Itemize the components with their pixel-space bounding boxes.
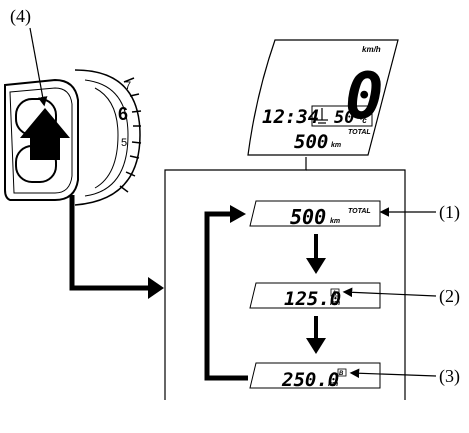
tach-tick-7: 7 bbox=[125, 80, 131, 92]
handlebar-switch-illustration: 7 6 5 bbox=[4, 69, 142, 206]
callout-mode-button: (4) bbox=[10, 6, 31, 27]
lcd-display: km/h 0 12:34 50 °c TOTAL 500 km bbox=[247, 39, 399, 156]
readout-total-unit: km bbox=[330, 218, 340, 225]
down-arrow-icon bbox=[306, 258, 326, 274]
odometer-readout: 500 bbox=[294, 131, 328, 153]
callout-trip-a: (2) bbox=[439, 286, 460, 307]
callout-total: (1) bbox=[439, 202, 460, 223]
speed-unit: km/h bbox=[362, 45, 381, 54]
readout-trip-a: 125.0 km A bbox=[249, 282, 381, 310]
callout-trip-b: (3) bbox=[439, 366, 460, 387]
press-up-arrow-icon bbox=[20, 108, 70, 160]
readout-trip-a-tag: A bbox=[331, 291, 336, 297]
tach-tick-6: 6 bbox=[118, 104, 128, 124]
clock-readout: 12:34 bbox=[262, 106, 319, 128]
odo-mode-label: TOTAL bbox=[348, 129, 371, 136]
readout-total: 500 km TOTAL bbox=[249, 200, 381, 229]
readout-trip-b: 250.0 km B bbox=[249, 362, 381, 391]
speed-readout: 0 bbox=[345, 60, 384, 134]
temperature-readout: 50 bbox=[334, 108, 354, 128]
loop-back-arrow-icon bbox=[230, 205, 246, 223]
temperature-icon bbox=[316, 108, 328, 124]
readout-trip-a-value: 125.0 bbox=[284, 288, 341, 310]
temperature-unit: °c bbox=[359, 116, 367, 125]
readout-trip-b-tag: B bbox=[339, 371, 344, 377]
flow-arrow-icon bbox=[148, 277, 164, 299]
tach-tick-5: 5 bbox=[121, 137, 127, 149]
readout-total-value: 500 bbox=[290, 205, 326, 229]
down-arrow-icon bbox=[306, 338, 326, 354]
readout-trip-b-value: 250.0 bbox=[281, 369, 339, 391]
readout-trip-a-unit: km bbox=[330, 300, 340, 307]
odometer-unit: km bbox=[331, 142, 341, 149]
readout-trip-b-unit: km bbox=[328, 381, 338, 388]
readout-total-tag: TOTAL bbox=[348, 208, 371, 215]
sequence-arrows bbox=[306, 234, 326, 354]
